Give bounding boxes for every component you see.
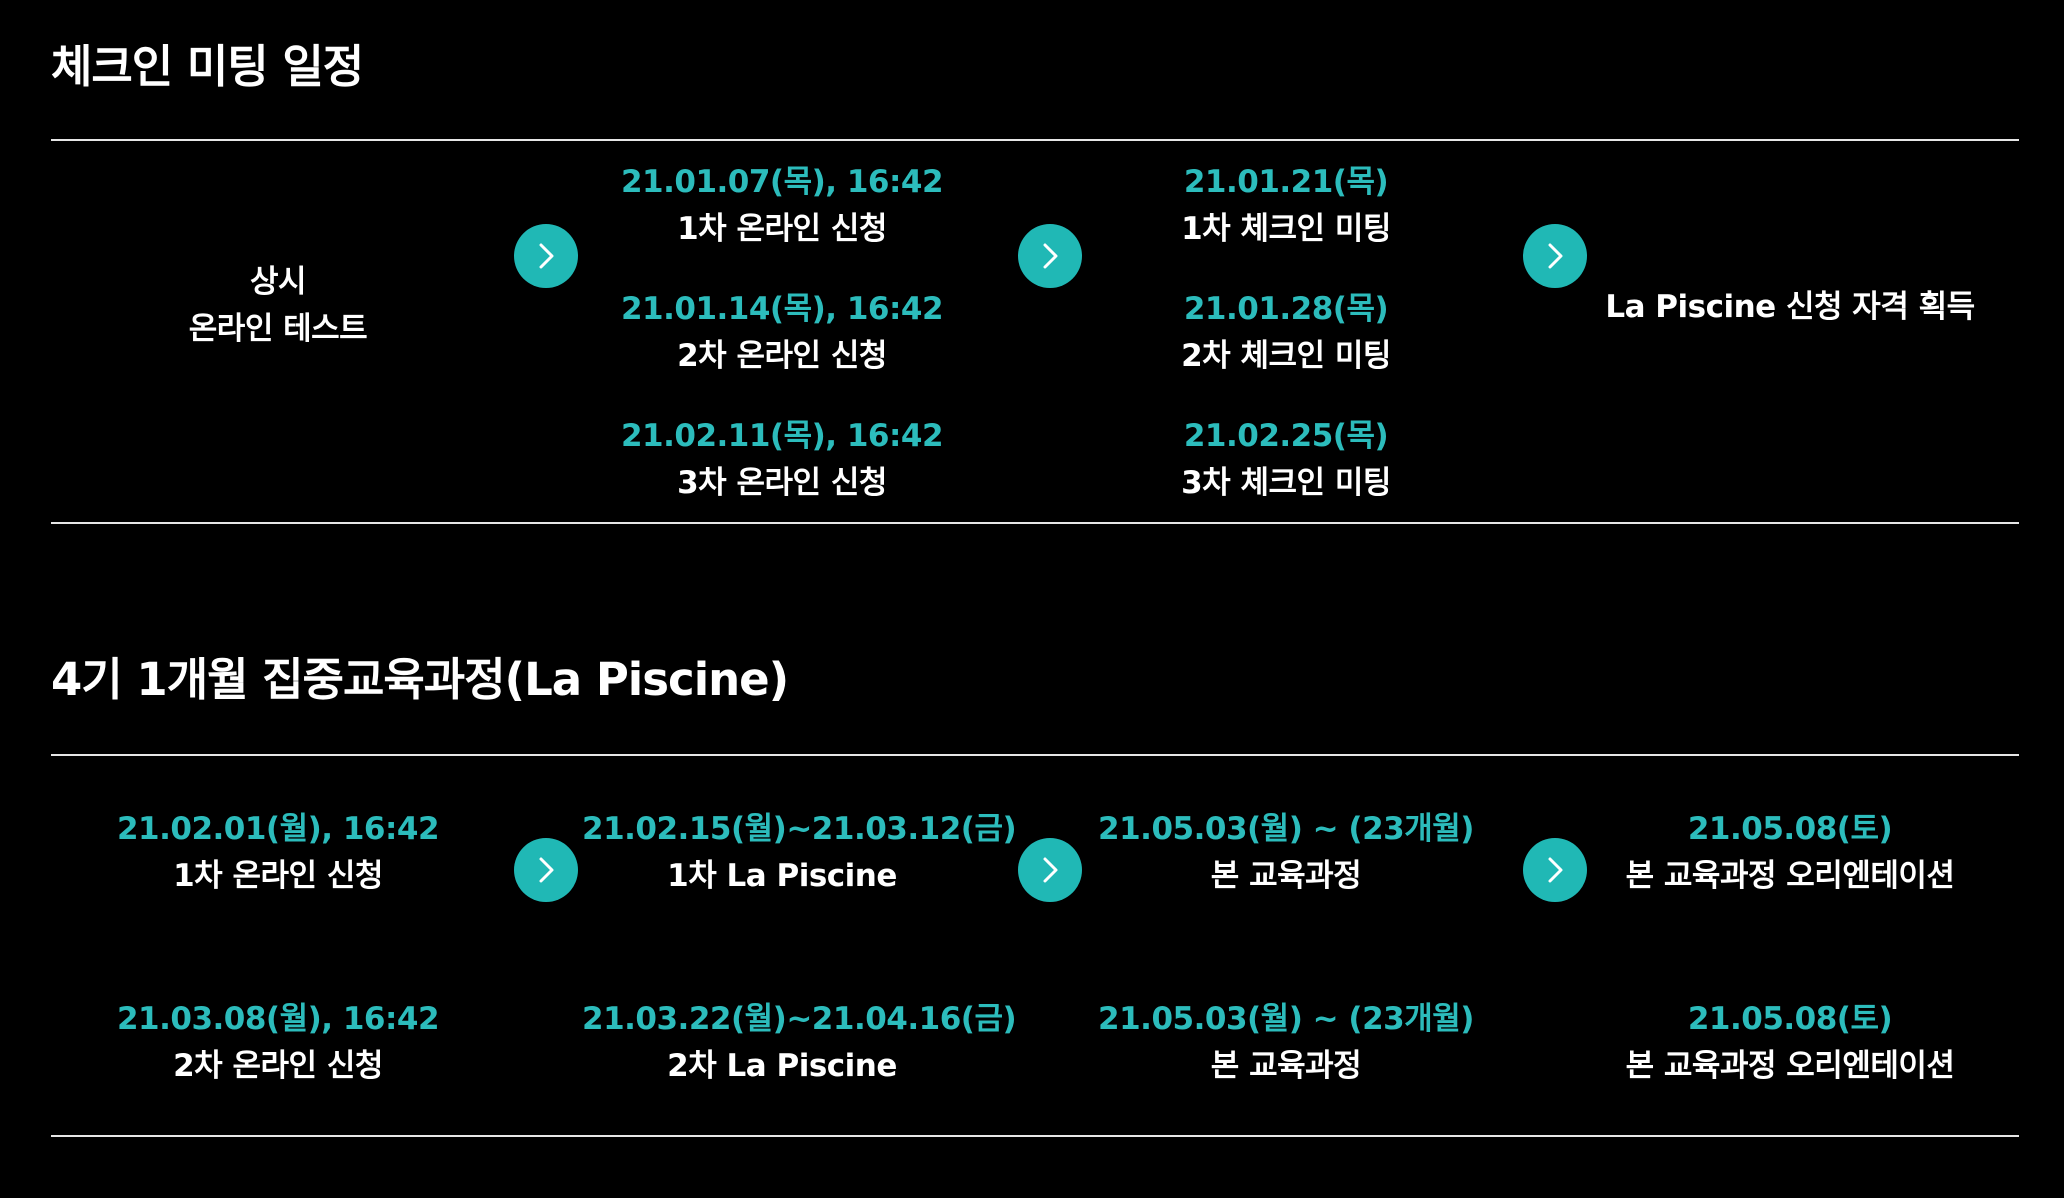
piscine-arrow-3[interactable]	[1523, 838, 1587, 902]
piscine-row1-main-course-date: 21.05.03(월) ~ (23개월)	[1098, 811, 1474, 847]
checkin-meeting-1: 21.01.21(목) 1차 체크인 미팅	[1086, 159, 1486, 253]
piscine-row2-la-piscine-date: 21.03.22(월)~21.04.16(금)	[582, 1001, 1017, 1037]
checkin-arrow-1[interactable]	[514, 224, 578, 288]
checkin-meeting-3-date: 21.02.25(목)	[1183, 418, 1389, 454]
piscine-row2-orientation-label: 본 교육과정 오리엔테이션	[1625, 1048, 1955, 1084]
piscine-row2-orientation-date: 21.05.08(토)	[1687, 1001, 1893, 1037]
chevron-right-icon	[1548, 243, 1563, 269]
piscine-row1-main-course: 21.05.03(월) ~ (23개월) 본 교육과정	[1086, 806, 1486, 900]
checkin-arrow-2[interactable]	[1018, 224, 1082, 288]
chevron-right-icon	[1043, 857, 1058, 883]
piscine-row1-orientation-label: 본 교육과정 오리엔테이션	[1625, 858, 1955, 894]
checkin-meeting-3: 21.02.25(목) 3차 체크인 미팅	[1086, 413, 1486, 507]
checkin-step-online-test: 상시 온라인 테스트	[78, 259, 478, 353]
checkin-meeting-1-date: 21.01.21(목)	[1183, 164, 1389, 200]
piscine-row2-application: 21.03.08(월), 16:42 2차 온라인 신청	[78, 996, 478, 1090]
piscine-row1-application-label: 1차 온라인 신청	[173, 858, 383, 894]
chevron-right-icon	[1548, 857, 1563, 883]
piscine-row1-orientation-date: 21.05.08(토)	[1687, 811, 1893, 847]
piscine-row1-la-piscine-label: 1차 La Piscine	[667, 858, 897, 894]
checkin-online-application-1-date: 21.01.07(목), 16:42	[620, 164, 944, 200]
checkin-online-application-3: 21.02.11(목), 16:42 3차 온라인 신청	[582, 413, 982, 507]
chevron-right-icon	[1043, 243, 1058, 269]
checkin-meeting-2-date: 21.01.28(목)	[1183, 291, 1389, 327]
piscine-row2-main-course-date: 21.05.03(월) ~ (23개월)	[1098, 1001, 1474, 1037]
checkin-online-application-2-date: 21.01.14(목), 16:42	[620, 291, 944, 327]
piscine-bottom-divider	[51, 1135, 2019, 1137]
piscine-row1-orientation: 21.05.08(토) 본 교육과정 오리엔테이션	[1590, 806, 1990, 900]
checkin-meeting-2-label: 2차 체크인 미팅	[1181, 338, 1391, 374]
checkin-arrow-3[interactable]	[1523, 224, 1587, 288]
piscine-row2-la-piscine-label: 2차 La Piscine	[667, 1048, 897, 1084]
checkin-step-online-test-label-2: 온라인 테스트	[188, 311, 368, 347]
checkin-online-application-3-date: 21.02.11(목), 16:42	[620, 418, 944, 454]
piscine-row1-main-course-label: 본 교육과정	[1210, 858, 1362, 894]
piscine-row1-la-piscine: 21.02.15(월)~21.03.12(금) 1차 La Piscine	[582, 806, 1017, 900]
checkin-bottom-divider	[51, 522, 2019, 524]
piscine-row1-application-date: 21.02.01(월), 16:42	[116, 811, 440, 847]
piscine-row1-application: 21.02.01(월), 16:42 1차 온라인 신청	[78, 806, 478, 900]
piscine-top-divider	[51, 754, 2019, 756]
piscine-arrow-1[interactable]	[514, 838, 578, 902]
checkin-online-application-1-label: 1차 온라인 신청	[677, 211, 887, 247]
checkin-meeting-1-label: 1차 체크인 미팅	[1181, 211, 1391, 247]
piscine-row2-la-piscine: 21.03.22(월)~21.04.16(금) 2차 La Piscine	[582, 996, 1017, 1090]
piscine-row2-main-course: 21.05.03(월) ~ (23개월) 본 교육과정	[1086, 996, 1486, 1090]
piscine-arrow-2[interactable]	[1018, 838, 1082, 902]
piscine-row2-application-date: 21.03.08(월), 16:42	[116, 1001, 440, 1037]
piscine-row2-orientation: 21.05.08(토) 본 교육과정 오리엔테이션	[1590, 996, 1990, 1090]
piscine-row1-la-piscine-date: 21.02.15(월)~21.03.12(금)	[582, 811, 1017, 847]
chevron-right-icon	[539, 243, 554, 269]
checkin-section-title: 체크인 미팅 일정	[51, 40, 364, 93]
checkin-online-application-3-label: 3차 온라인 신청	[677, 465, 887, 501]
checkin-online-application-1: 21.01.07(목), 16:42 1차 온라인 신청	[582, 159, 982, 253]
checkin-meeting-3-label: 3차 체크인 미팅	[1181, 465, 1391, 501]
checkin-meeting-2: 21.01.28(목) 2차 체크인 미팅	[1086, 286, 1486, 380]
checkin-online-application-2-label: 2차 온라인 신청	[677, 338, 887, 374]
piscine-row2-application-label: 2차 온라인 신청	[173, 1048, 383, 1084]
checkin-step-online-test-label-1: 상시	[249, 264, 307, 300]
chevron-right-icon	[539, 857, 554, 883]
checkin-top-divider	[51, 139, 2019, 141]
piscine-row2-main-course-label: 본 교육과정	[1210, 1048, 1362, 1084]
piscine-section-title: 4기 1개월 집중교육과정(La Piscine)	[51, 653, 789, 706]
checkin-qualification-label: La Piscine 신청 자격 획득	[1605, 289, 1975, 325]
checkin-qualification: La Piscine 신청 자격 획득	[1590, 284, 1990, 331]
checkin-online-application-2: 21.01.14(목), 16:42 2차 온라인 신청	[582, 286, 982, 380]
